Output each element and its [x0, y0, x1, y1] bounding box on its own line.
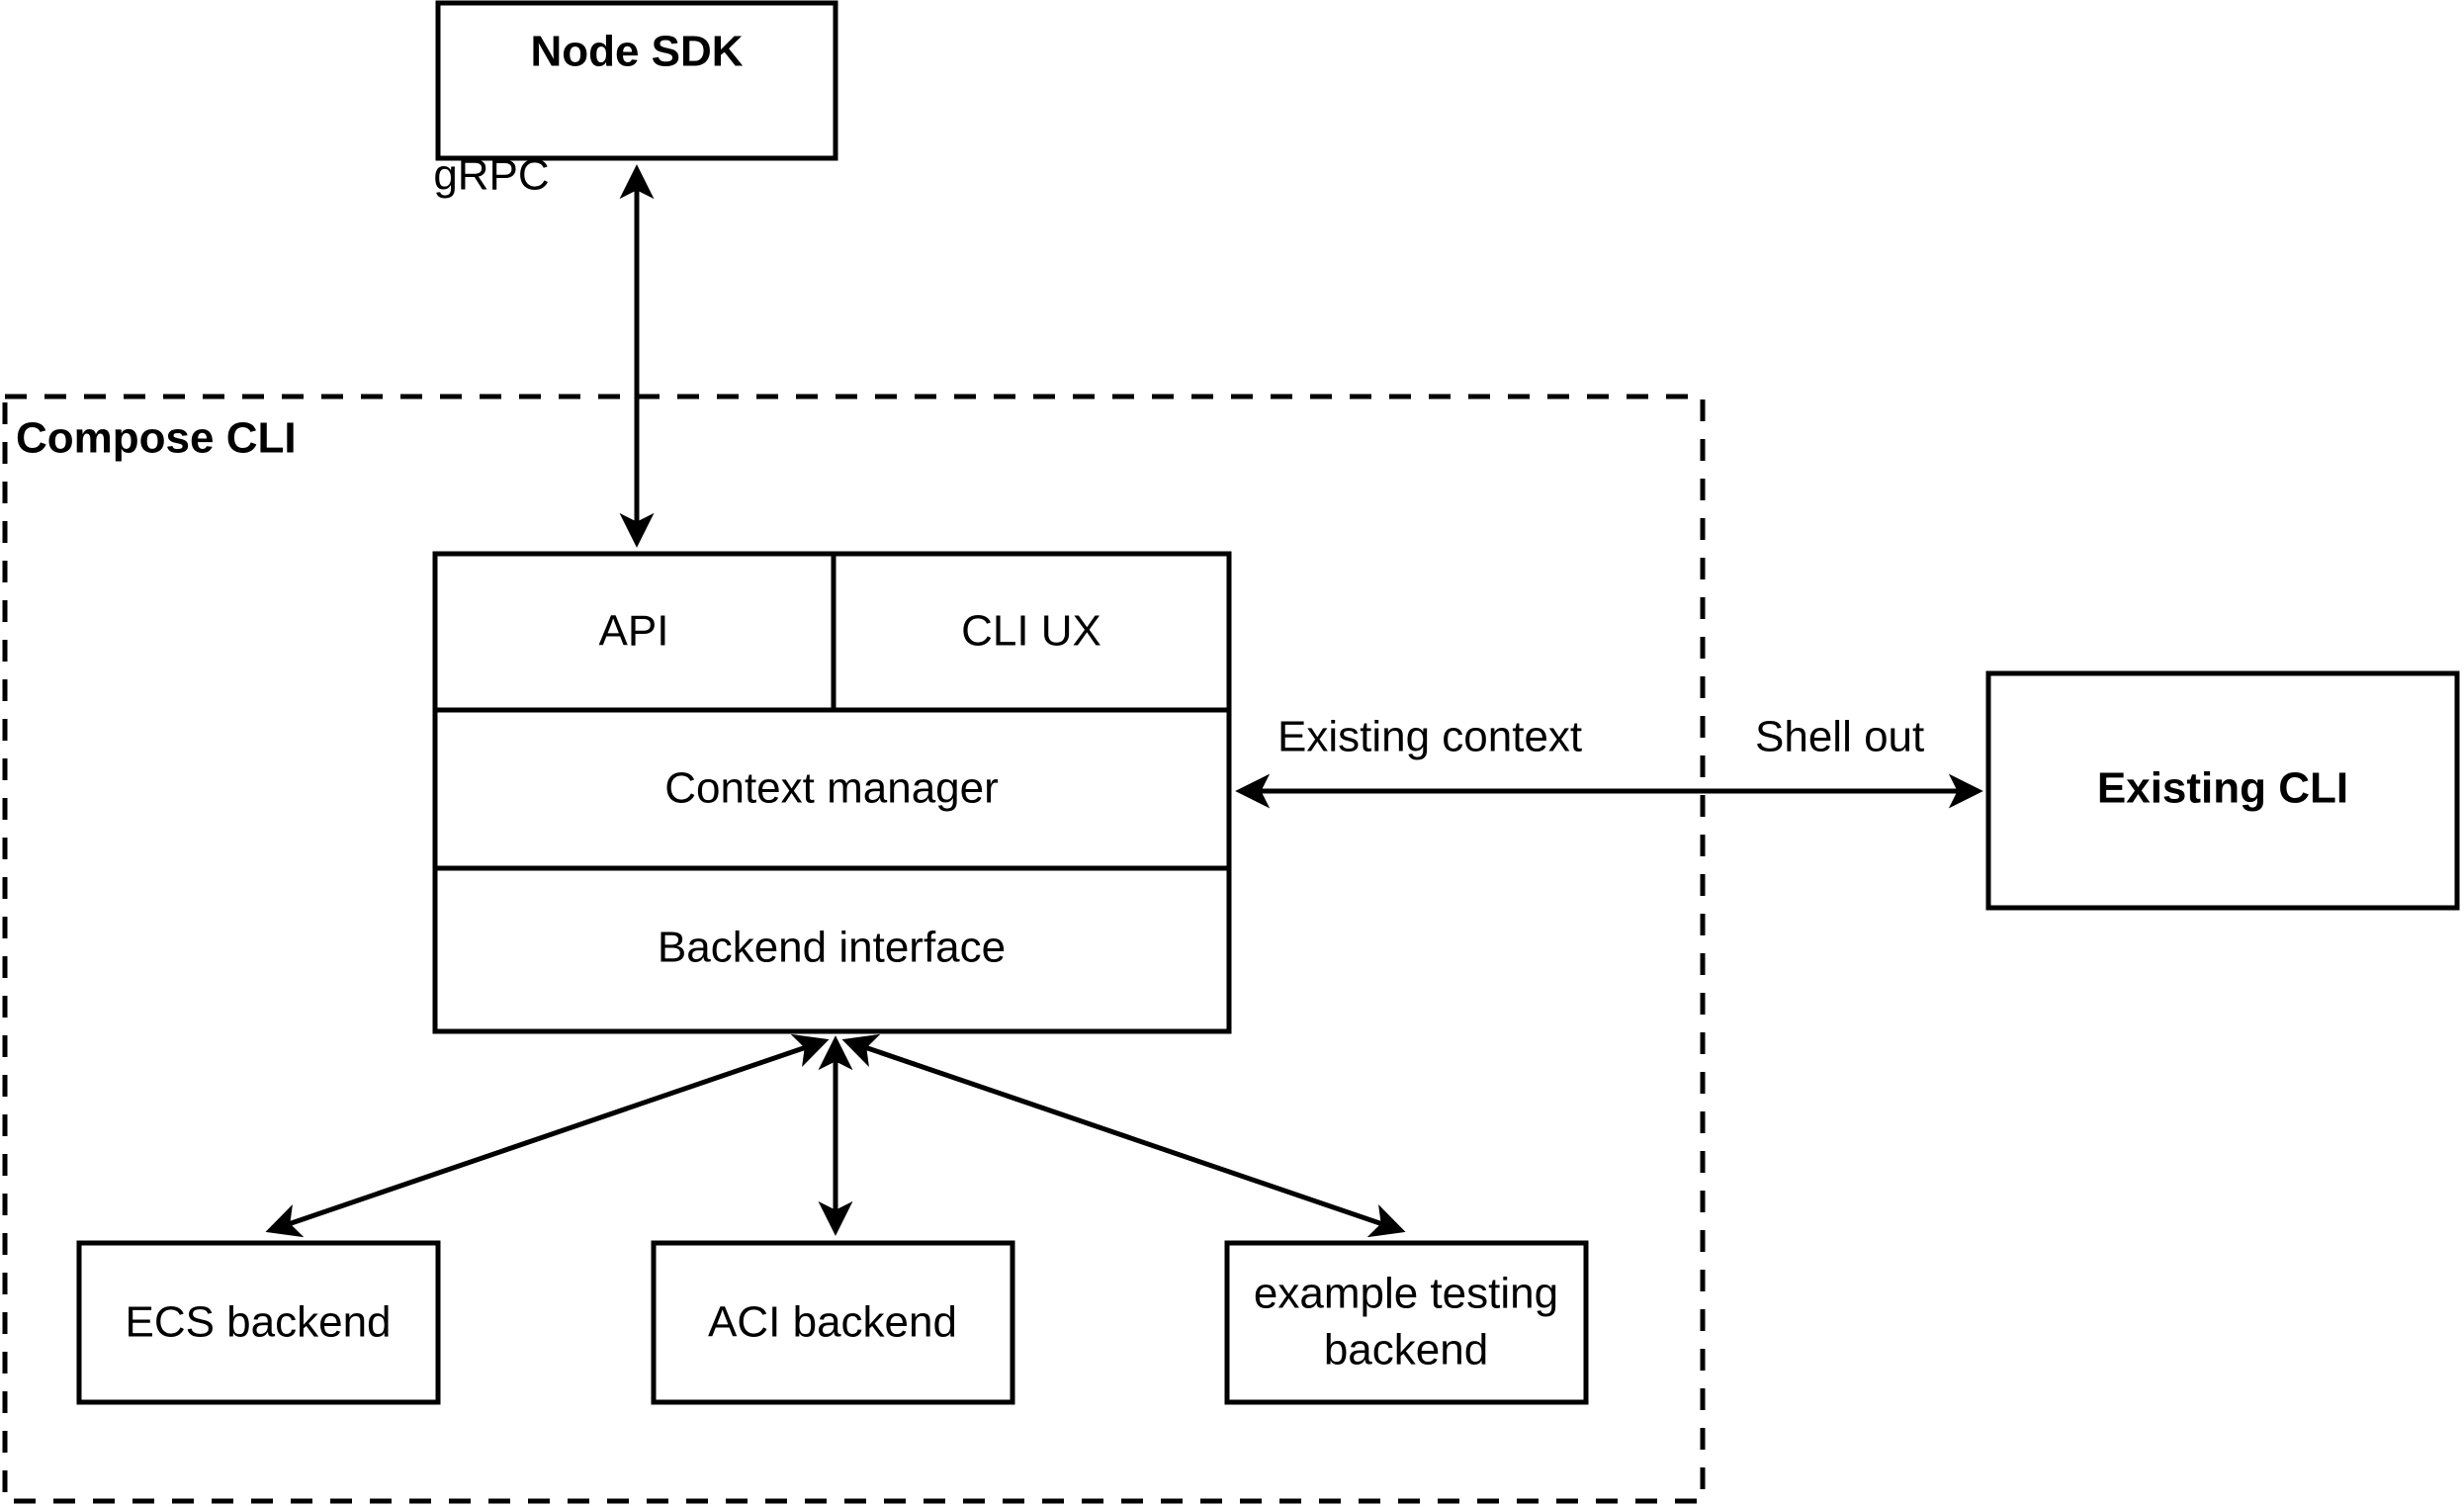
existing-cli-rect[interactable]: [1985, 670, 2460, 911]
existing-context-edge-label: Existing context: [1277, 713, 1582, 761]
aci-backend-label: ACI backend: [708, 1298, 957, 1347]
api-label: API: [599, 607, 669, 656]
ecs-backend-arrow: [265, 1033, 830, 1238]
compose-cli-group-border: [2, 394, 1706, 1504]
context-manager-cell[interactable]: Context manager: [664, 764, 999, 813]
example-testing-backend-box[interactable]: example testing backend: [1224, 1240, 1589, 1405]
edge-backend-ecs: [265, 1033, 830, 1238]
example-backend-arrow: [841, 1033, 1406, 1238]
node-sdk-rect[interactable]: [435, 0, 838, 161]
existing-cli-box[interactable]: Existing CLI: [1985, 670, 2460, 911]
compose-cli-stack: API CLI UX Context manager Backend inter…: [432, 551, 1232, 1034]
existing-cli-label: Existing CLI: [2097, 764, 2348, 813]
example-testing-backend-label-line1: example testing: [1254, 1270, 1558, 1318]
node-sdk-label: Node SDK: [530, 28, 743, 76]
edge-context-shell: Existing context Shell out: [1235, 713, 1983, 809]
shell-out-edge-label: Shell out: [1755, 713, 1924, 761]
group-compose-cli: Compose CLI: [2, 394, 1706, 1504]
node-sdk-box[interactable]: Node SDK: [435, 0, 838, 161]
compose-cli-group-label: Compose CLI: [16, 414, 297, 463]
grpc-edge-label: gRPC: [433, 151, 549, 200]
edge-grpc: gRPC: [433, 151, 655, 548]
cli-ux-cell[interactable]: CLI UX: [961, 607, 1101, 656]
api-cell[interactable]: API: [599, 607, 669, 656]
cli-ux-label: CLI UX: [961, 607, 1101, 656]
backend-interface-cell[interactable]: Backend interface: [658, 924, 1006, 972]
example-testing-backend-label-line2: backend: [1324, 1326, 1488, 1374]
context-manager-label: Context manager: [664, 764, 999, 813]
ecs-backend-box[interactable]: ECS backend: [76, 1240, 441, 1405]
edge-backend-example: [841, 1033, 1406, 1238]
example-testing-backend-rect[interactable]: [1224, 1240, 1589, 1405]
aci-backend-rect[interactable]: [651, 1240, 1015, 1405]
backend-interface-label: Backend interface: [658, 924, 1006, 972]
aci-backend-box[interactable]: ACI backend: [651, 1240, 1015, 1405]
ecs-backend-rect[interactable]: [76, 1240, 441, 1405]
ecs-backend-label: ECS backend: [125, 1298, 391, 1347]
